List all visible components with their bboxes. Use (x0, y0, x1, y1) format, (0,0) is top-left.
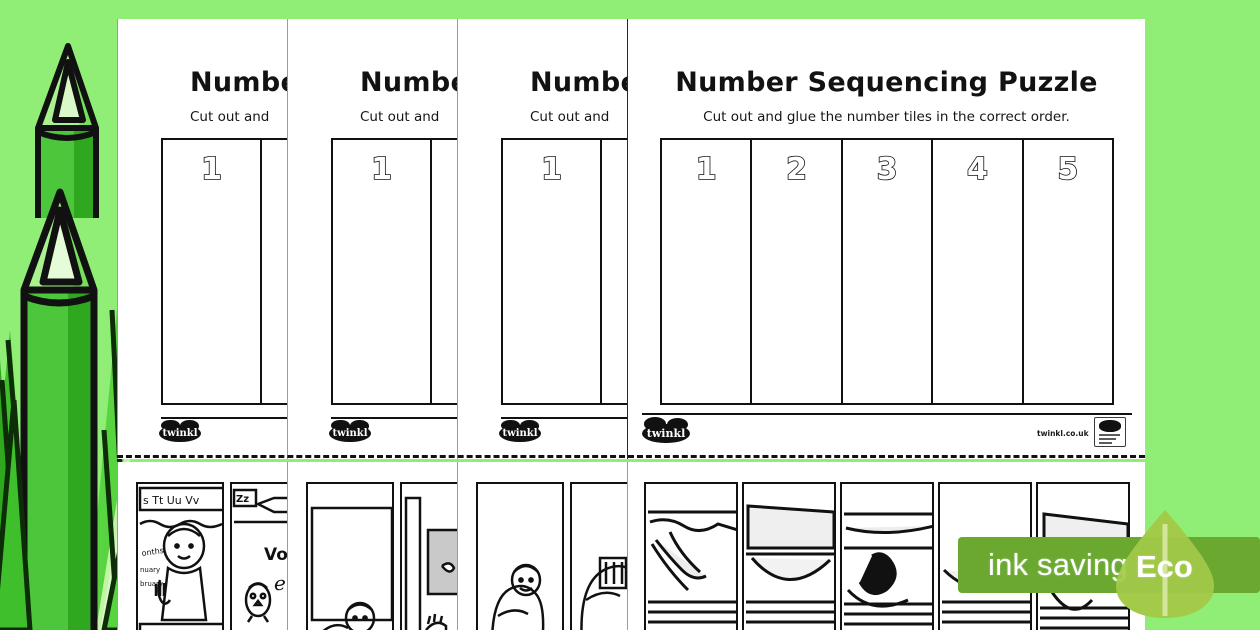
pencil-decoration (0, 0, 133, 630)
twinkl-logo: twinkl (329, 419, 371, 444)
svg-text:e: e (274, 571, 286, 595)
stacked-sheet-2: Numbe Cut out and 1 2 twinkl (287, 19, 467, 459)
stacked-sheet-3: Numbe Cut out and 1 2 twinkl (457, 19, 637, 459)
tile-grid: 1 2 3 4 5 (660, 138, 1114, 405)
footer-rule (161, 417, 297, 419)
preview-panel (306, 482, 394, 630)
svg-text:bruary: bruary (140, 580, 163, 588)
tile-number: 4 (966, 151, 988, 188)
tile-number: 1 (370, 151, 392, 188)
footer-rule (501, 417, 637, 419)
sheet-title: Numbe (360, 67, 467, 98)
preview-panel (476, 482, 564, 630)
stamp-cloud-icon (1098, 420, 1122, 432)
page-title: Number Sequencing Puzzle (675, 67, 1098, 98)
number-tile[interactable]: 1 (503, 140, 602, 403)
number-tile-3[interactable]: 3 (843, 140, 934, 403)
stamp-line (1099, 438, 1116, 441)
tile-number: 1 (695, 151, 717, 188)
preview-panel (400, 482, 467, 630)
twinkl-wordmark: twinkl (332, 428, 368, 439)
preview-panel: s Tt Uu Vv onths nuary bruary (136, 482, 224, 630)
preview-panel (840, 482, 934, 630)
twinkl-stamp-badge (1094, 417, 1126, 447)
footer-rule (642, 413, 1132, 415)
sheet-subtitle: Cut out and (530, 109, 610, 125)
lower-preview-sheet-2 (287, 462, 467, 630)
number-tile-5[interactable]: 5 (1024, 140, 1112, 403)
preview-panel (644, 482, 738, 630)
cut-line (117, 455, 1145, 458)
lower-preview-sheet-1: s Tt Uu Vv onths nuary bruary (117, 462, 297, 630)
sheet-subtitle: Cut out and (190, 109, 270, 125)
twinkl-logo: twinkl (499, 419, 541, 444)
twinkl-wordmark: twinkl (646, 426, 686, 440)
svg-text:onths: onths (141, 546, 164, 558)
svg-text:nuary: nuary (140, 566, 160, 574)
tile-number: 3 (876, 151, 898, 188)
ink-saving-eco-badge: ink saving Eco (958, 510, 1260, 618)
number-tile-2[interactable]: 2 (752, 140, 843, 403)
twinkl-wordmark: twinkl (162, 428, 198, 439)
tile-number: 5 (1057, 151, 1079, 188)
tile-number: 1 (200, 151, 222, 188)
twinkl-site-url[interactable]: twinkl.co.uk (1037, 429, 1089, 438)
preview-panel: Zz Vow e (230, 482, 297, 630)
tile-grid: 1 2 (331, 138, 467, 405)
twinkl-wordmark: twinkl (502, 428, 538, 439)
stamp-line (1099, 442, 1113, 445)
tile-number: 2 (785, 151, 808, 188)
tile-grid: 1 2 (161, 138, 297, 405)
sheet-title: Numbe (530, 67, 637, 98)
worksheet-front-page: Number Sequencing Puzzle Cut out and glu… (627, 19, 1145, 459)
eco-label: Eco (1136, 549, 1193, 584)
tile-grid: 1 2 (501, 138, 637, 405)
number-tile-4[interactable]: 4 (933, 140, 1024, 403)
ink-saving-label: ink saving (988, 547, 1128, 582)
stacked-sheet-1: Numbe Cut out and 1 2 twinkl (117, 19, 297, 459)
sheet-title: Numbe (190, 67, 297, 98)
number-tile[interactable]: 1 (163, 140, 262, 403)
twinkl-logo[interactable]: twinkl (642, 417, 690, 445)
preview-panel (742, 482, 836, 630)
tile-number: 1 (540, 151, 562, 188)
alphabet-strip-text: s Tt Uu Vv (143, 494, 200, 507)
lower-preview-sheet-3 (457, 462, 637, 630)
sheet-subtitle: Cut out and (360, 109, 440, 125)
footer-rule (331, 417, 467, 419)
number-tile[interactable]: 1 (333, 140, 432, 403)
ink-saving-bar: ink saving (958, 537, 1260, 593)
twinkl-logo: twinkl (159, 419, 201, 444)
stamp-line (1099, 434, 1121, 437)
page-subtitle: Cut out and glue the number tiles in the… (703, 109, 1070, 125)
preview-panel (570, 482, 637, 630)
svg-text:Zz: Zz (236, 494, 249, 505)
number-tile-1[interactable]: 1 (662, 140, 753, 403)
